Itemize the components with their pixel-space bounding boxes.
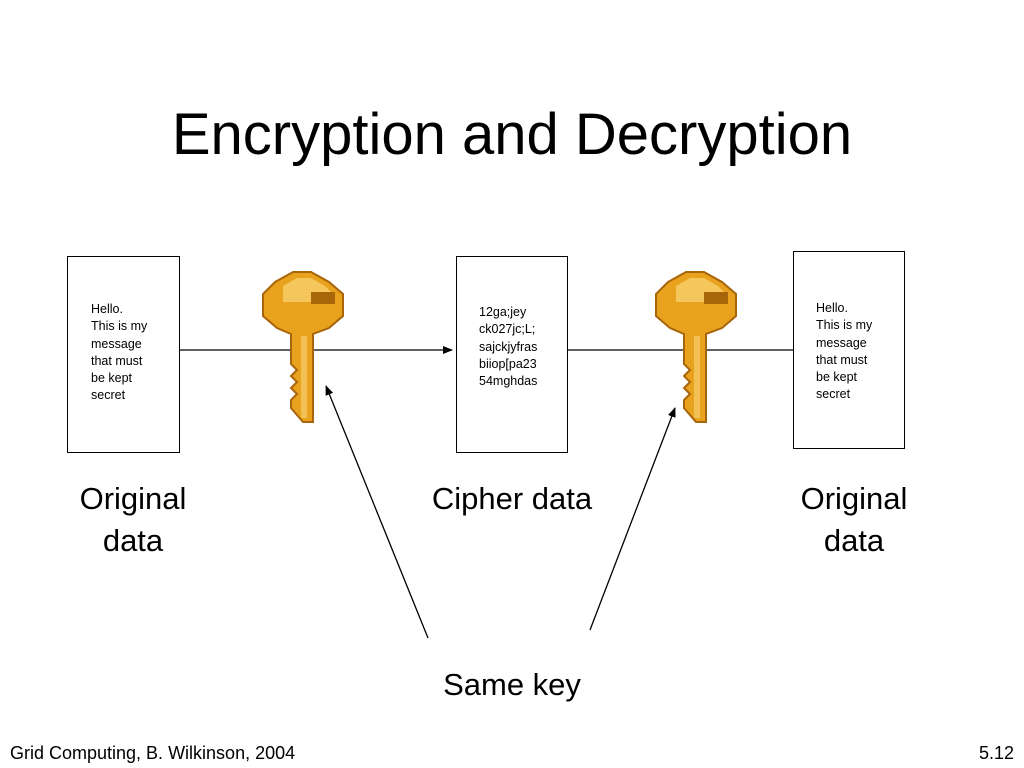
decrypted-document: Hello. This is my message that must be k… xyxy=(793,251,905,449)
cipher-document: 12ga;jey ck027jc;L; sajckjyfras biiop[pa… xyxy=(456,256,568,453)
same-key-label: Same key xyxy=(443,667,581,702)
cipher-data-label: Cipher data xyxy=(431,481,593,516)
encryption-key-icon xyxy=(262,271,344,423)
original-data-label-left: Original data xyxy=(79,481,187,558)
footer-credit: Grid Computing, B. Wilkinson, 2004 xyxy=(10,743,296,763)
slide-title: Encryption and Decryption xyxy=(171,102,853,167)
same-key-arrow-right xyxy=(589,407,676,631)
slide-number: 5.12 xyxy=(978,743,1014,763)
decrypted-document-text: Hello. This is my message that must be k… xyxy=(816,301,873,402)
original-document-text: Hello. This is my message that must be k… xyxy=(91,302,148,403)
same-key-arrow-left xyxy=(325,385,429,639)
decryption-key-icon xyxy=(655,271,737,423)
original-data-label-right: Original data xyxy=(800,481,908,558)
cipher-document-text: 12ga;jey ck027jc;L; sajckjyfras biiop[pa… xyxy=(479,305,538,389)
original-document: Hello. This is my message that must be k… xyxy=(67,256,180,453)
